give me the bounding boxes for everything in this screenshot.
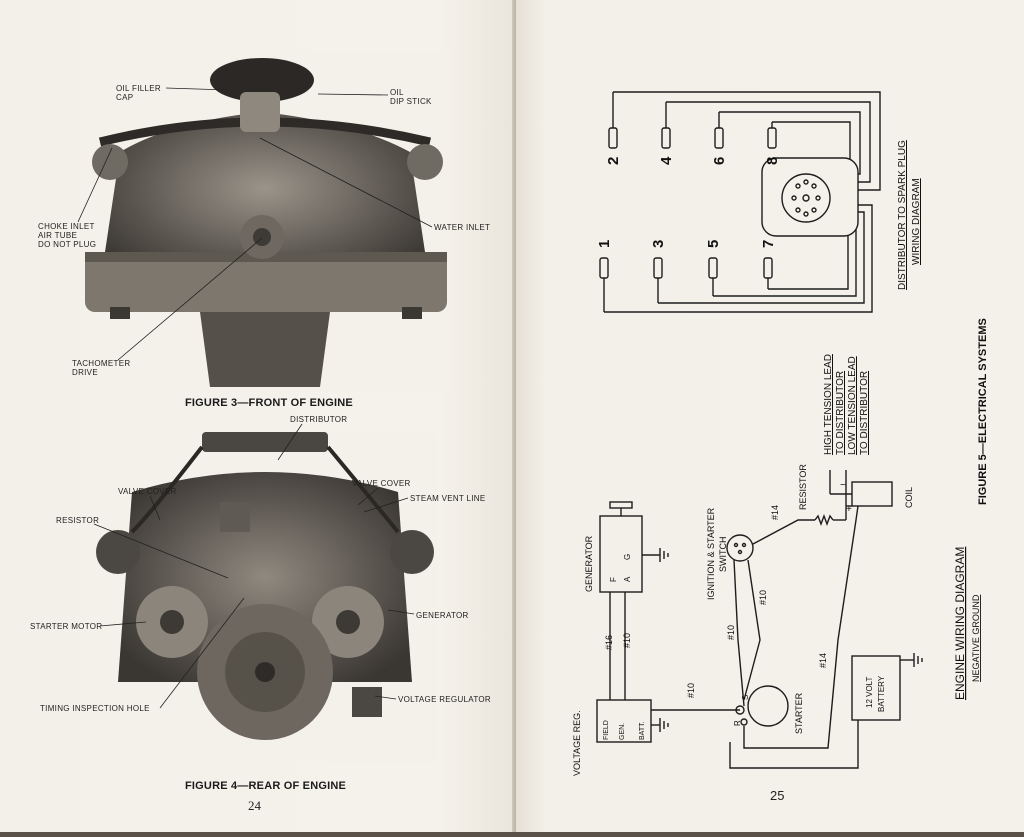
spark-plug-7 bbox=[763, 257, 773, 289]
plug-number-1: 1 bbox=[596, 240, 613, 248]
distributor-diagram-title: DISTRIBUTOR TO SPARK PLUG bbox=[897, 140, 908, 290]
distributor-diagram-subtitle: WIRING DIAGRAM bbox=[911, 178, 922, 265]
valve-cover-left-label: VALVE COVER bbox=[118, 487, 177, 496]
resistor-label: RESISTOR bbox=[56, 516, 100, 525]
resistor-wiring-label: RESISTOR bbox=[798, 464, 808, 510]
engine-wiring-diagram bbox=[596, 470, 923, 769]
water-inlet-label: WATER INLET bbox=[434, 223, 491, 232]
spark-plug-3 bbox=[653, 257, 663, 303]
spark-plug-6 bbox=[714, 112, 724, 149]
high-tension-label: HIGH TENSION LEAD bbox=[823, 354, 834, 455]
wire-10-gen-label: #10 bbox=[622, 633, 632, 648]
timing-inspection-hole-label: TIMING INSPECTION HOLE bbox=[40, 704, 150, 713]
figure3-caption: FIGURE 3—FRONT OF ENGINE bbox=[185, 397, 353, 409]
spark-plug-1 bbox=[599, 257, 609, 312]
voltage-regulator-box bbox=[596, 699, 652, 743]
battery-box bbox=[851, 655, 901, 721]
switch-label: SWITCH bbox=[718, 537, 728, 573]
low-tension-label: LOW TENSION LEAD bbox=[847, 356, 858, 455]
starter-label: STARTER bbox=[794, 692, 804, 734]
wire-14-bottom-label: #14 bbox=[818, 653, 828, 668]
voltage-reg-label: VOLTAGE REG. bbox=[572, 710, 582, 776]
page-number-left: 24 bbox=[248, 798, 261, 813]
coil-box bbox=[851, 481, 893, 507]
gen-f-terminal: F bbox=[609, 577, 618, 582]
plug-number-2: 2 bbox=[605, 157, 622, 165]
gen-g-terminal: G bbox=[623, 554, 632, 560]
coil-minus-terminal: − bbox=[840, 480, 846, 491]
right-page-drawings: 2 4 6 8 1 3 5 7 DISTRIBUTOR TO SPARK PLU… bbox=[572, 91, 989, 803]
battery-label: BATTERY bbox=[877, 675, 886, 712]
wire-10-batt-label: #10 bbox=[686, 683, 696, 698]
gen-a-terminal: A bbox=[623, 576, 632, 582]
plug-number-6: 6 bbox=[711, 157, 728, 165]
right-page: 2 4 6 8 1 3 5 7 DISTRIBUTOR TO SPARK PLU… bbox=[516, 0, 1024, 832]
figure3-leader-lines bbox=[77, 87, 433, 361]
tachometer-drive-label: TACHOMETER DRIVE bbox=[72, 359, 131, 377]
starter-s-terminal: S bbox=[741, 695, 750, 700]
to-distributor-label-2: TO DISTRIBUTOR bbox=[859, 371, 870, 455]
starter-r-terminal: R bbox=[733, 720, 742, 726]
coil-label: COIL bbox=[904, 487, 914, 508]
rear-engine-photo bbox=[92, 432, 438, 762]
spark-plug-2 bbox=[608, 92, 618, 149]
distributor-label: DISTRIBUTOR bbox=[290, 415, 348, 424]
generator-wiring-label: GENERATOR bbox=[584, 535, 594, 592]
wire-10-switch-label: #10 bbox=[758, 590, 768, 605]
gen-terminal-label: GEN. bbox=[619, 723, 626, 740]
field-terminal-label: FIELD bbox=[603, 720, 610, 740]
generator-label: GENERATOR bbox=[416, 611, 469, 620]
wire-14-top-label: #14 bbox=[770, 505, 780, 520]
page-number-right: 25 bbox=[770, 788, 784, 803]
left-page: OIL FILLER CAP OIL DIP STICK CHOKE INLET… bbox=[0, 0, 516, 832]
spark-plug-8 bbox=[767, 122, 777, 149]
plug-number-4: 4 bbox=[658, 156, 675, 165]
batt-terminal-label: BATT. bbox=[639, 721, 646, 740]
wiring-diagram-subtitle: NEGATIVE GROUND bbox=[971, 594, 981, 682]
choke-inlet-label: CHOKE INLET AIR TUBE DO NOT PLUG bbox=[38, 222, 97, 249]
figure5-caption: FIGURE 5—ELECTRICAL SYSTEMS bbox=[977, 318, 989, 505]
spark-plug-5 bbox=[708, 257, 718, 296]
spark-plug-4 bbox=[661, 102, 671, 149]
starter-motor-label: STARTER MOTOR bbox=[30, 622, 103, 631]
coil-plus-terminal: + bbox=[846, 504, 852, 515]
voltage-regulator-label: VOLTAGE REGULATOR bbox=[398, 695, 491, 704]
oil-filler-cap-label: OIL FILLER CAP bbox=[116, 84, 161, 102]
to-distributor-label-1: TO DISTRIBUTOR bbox=[835, 371, 846, 455]
ignition-switch-label: IGNITION & STARTER bbox=[706, 507, 716, 600]
wire-16-label: #16 bbox=[604, 635, 614, 650]
oil-dip-stick-label: OIL DIP STICK bbox=[390, 88, 432, 106]
front-engine-photo bbox=[80, 52, 452, 392]
figure4-leader-lines bbox=[93, 423, 415, 709]
plug-number-7: 7 bbox=[760, 240, 777, 248]
figure4-caption: FIGURE 4—REAR OF ENGINE bbox=[185, 780, 347, 792]
plug-number-3: 3 bbox=[650, 240, 667, 248]
valve-cover-right-label: VALVE COVER bbox=[352, 479, 411, 488]
plug-number-8: 8 bbox=[764, 157, 781, 165]
distributor-diagram bbox=[599, 91, 881, 313]
battery-volt-label: 12 VOLT bbox=[865, 676, 874, 708]
wire-10-starter-label: #10 bbox=[726, 625, 736, 640]
wiring-diagram-title: ENGINE WIRING DIAGRAM bbox=[953, 547, 967, 700]
plug-number-5: 5 bbox=[705, 240, 722, 248]
starter-symbol bbox=[747, 685, 789, 727]
ignition-switch-symbol bbox=[726, 534, 754, 562]
steam-vent-line-label: STEAM VENT LINE bbox=[410, 494, 486, 503]
generator-box bbox=[599, 515, 643, 593]
